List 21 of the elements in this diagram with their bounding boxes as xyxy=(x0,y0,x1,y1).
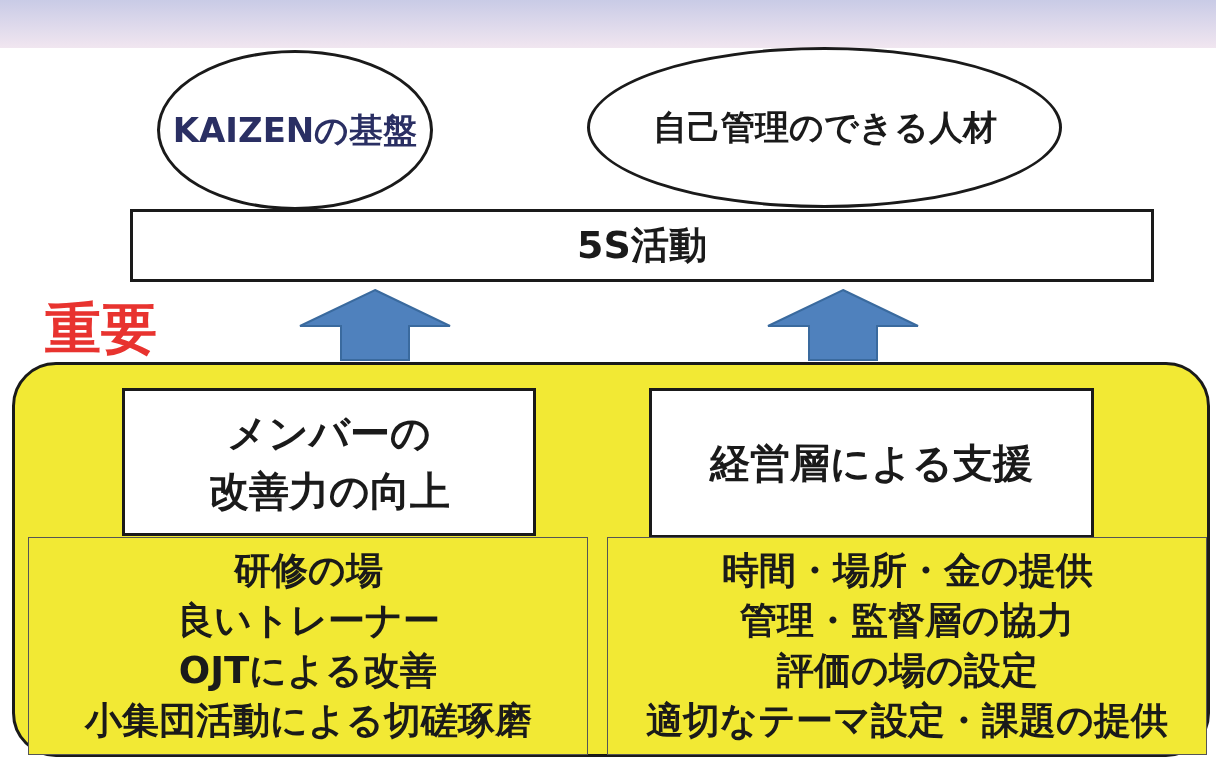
block-arrow xyxy=(767,288,919,361)
list-item: 管理・監督層の協力 xyxy=(740,598,1074,644)
list-item: OJTによる改善 xyxy=(178,648,438,694)
heading-label: 重要 xyxy=(45,297,157,361)
list-item: 良いトレーナー xyxy=(176,598,440,644)
node-label: 5S活動 xyxy=(577,222,707,269)
process-box xyxy=(649,388,1094,538)
node-label: 経営層による支援 xyxy=(710,439,1033,488)
list-box xyxy=(28,537,588,755)
node-label: メンバーの改善力の向上 xyxy=(207,409,451,516)
node-label: 自己管理のできる人材 xyxy=(652,106,997,149)
process-box xyxy=(130,209,1154,282)
list-item: 研修の場 xyxy=(233,548,383,594)
list-item: 時間・場所・金の提供 xyxy=(721,548,1093,594)
node-label: KAIZENの基盤 xyxy=(172,108,418,152)
process-box xyxy=(122,388,536,536)
list-item: 評価の場の設定 xyxy=(776,648,1038,694)
list-item: 小集団活動による切磋琢磨 xyxy=(84,698,532,744)
list-item: 適切なテーマ設定・課題の提供 xyxy=(646,698,1168,744)
block-arrow xyxy=(299,288,451,361)
list-box xyxy=(607,537,1207,755)
